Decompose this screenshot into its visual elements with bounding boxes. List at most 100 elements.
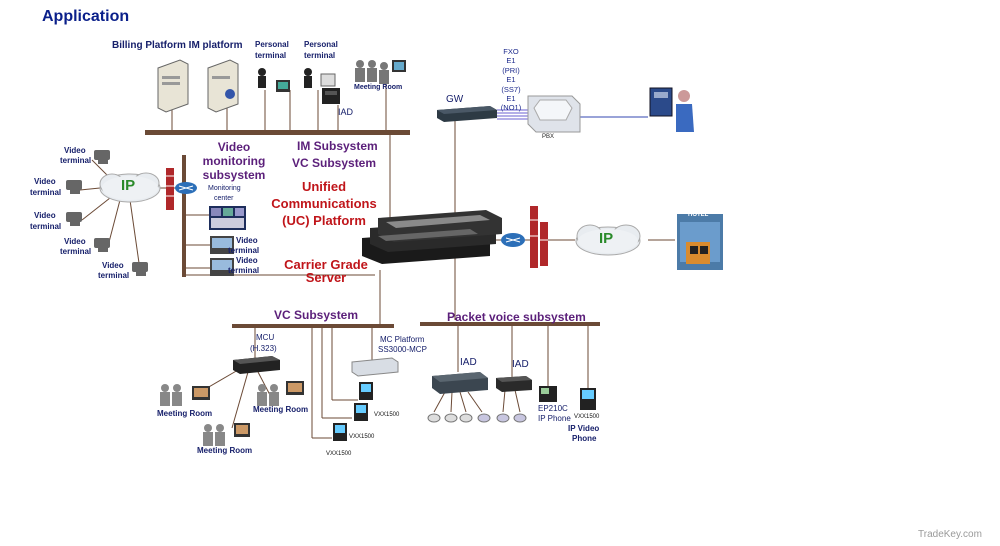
ep210c-l2: IP Phone (538, 414, 571, 423)
caller-person-icon (676, 90, 694, 132)
vc-meeting-room-1-icon (160, 384, 210, 406)
video-monitoring-l3: subsystem (202, 168, 266, 182)
hotel-label: HOTEL (688, 212, 709, 218)
video-terminal-3-l1: Video (34, 211, 56, 220)
packet-voice-title: Packet voice subsystem (447, 310, 586, 324)
vxx1500-label-1: VXX1500 (374, 412, 400, 418)
vxx1500-label-3: VXX1500 (326, 451, 352, 457)
personal-terminal-1-icon (258, 68, 290, 92)
video-terminal-2-l2: terminal (30, 188, 62, 197)
mc-platform-l1: MC Platform (380, 335, 425, 344)
page-title: Application (42, 8, 130, 25)
vc-meeting-room-1-label: Meeting Room (157, 409, 213, 418)
right-firewall-icon (530, 206, 548, 268)
left-ip-label: IP (121, 177, 136, 194)
video-terminal-inline-2-l1: Video (236, 256, 258, 265)
ip-video-phone-l2: Phone (572, 434, 597, 443)
vc-subsystem-top-label: VC Subsystem (292, 156, 377, 170)
video-terminal-3-l2: terminal (30, 222, 62, 231)
personal-terminal-2-line1: Personal (304, 40, 338, 49)
monitoring-center-l1: Monitoring (208, 185, 241, 192)
im-subsystem-label: IM Subsystem (297, 139, 378, 153)
telephone-icon (649, 87, 673, 117)
gateway-icon (437, 106, 497, 122)
video-monitoring-label: Video monitoring subsystem (202, 140, 266, 182)
video-terminal-4-l1: Video (64, 237, 86, 246)
mc-platform-l2: SS3000-MCP (378, 345, 427, 354)
personal-terminal-2-icon (304, 68, 336, 88)
vc-bus (232, 324, 394, 328)
video-terminal-icon (66, 150, 148, 276)
video-monitoring-l2: monitoring (202, 154, 266, 168)
vc-meeting-room-2-icon (257, 381, 304, 406)
video-terminal-4-l2: terminal (60, 247, 92, 256)
meeting-room-top-icon (355, 60, 406, 84)
video-terminal-5-l1: Video (102, 261, 124, 270)
right-router-icon (501, 233, 525, 247)
uc-platform-l2: Communications (271, 196, 377, 211)
billing-im-label: Billing Platform IM platform (112, 40, 243, 51)
video-terminal-inline-1-l1: Video (236, 236, 258, 245)
gw-link-e1-c: E1 (506, 94, 516, 104)
left-firewall-icon (166, 168, 174, 210)
pbx-label: PBX (542, 134, 555, 140)
analog-phone-icon (427, 413, 527, 423)
gw-link-pri: (PRI) (502, 65, 520, 75)
gw-link-e1-a: E1 (506, 56, 516, 66)
monitoring-center-l2: center (214, 195, 234, 202)
watermark: TradeKey.com (918, 529, 982, 540)
vc-subsystem-title: VC Subsystem (274, 308, 359, 322)
left-bus (182, 155, 186, 277)
personal-terminal-2-line2: terminal (304, 51, 336, 60)
iad-top-label: IAD (338, 107, 354, 117)
vc-meeting-room-2-label: Meeting Room (253, 405, 309, 414)
uc-platform-l3: (UC) Platform (282, 213, 366, 228)
video-terminal-2-l1: Video (34, 177, 56, 186)
video-terminal-5-l2: terminal (98, 271, 130, 280)
right-ip-label: IP (599, 230, 614, 247)
packet-iad-1-label: IAD (460, 357, 477, 368)
hotel-building-icon (677, 214, 723, 270)
gw-label: GW (446, 94, 464, 105)
packet-vxx1500-label: VXX1500 (574, 414, 600, 420)
vc-meeting-room-3-icon (203, 423, 250, 446)
mc-platform-icon (351, 357, 399, 377)
uc-platform-label: Unified Communications (UC) Platform (268, 178, 380, 229)
right-ip-cloud-icon (575, 224, 641, 256)
top-bus (145, 130, 410, 135)
gw-link-e1-b: E1 (506, 75, 516, 85)
carrier-grade-server-icon (362, 210, 502, 264)
left-router-icon (175, 182, 197, 194)
video-monitoring-l1: Video (217, 140, 251, 154)
ip-video-phone-l1: IP Video (568, 424, 600, 433)
carrier-grade-l2: Server (305, 270, 347, 285)
packet-iad-2-icon (496, 376, 532, 392)
carrier-grade-l1: Carrier Grade (284, 257, 368, 272)
video-terminal-1-l1: Video (64, 146, 86, 155)
left-ip-cloud-icon (99, 172, 161, 203)
mcu-icon (233, 356, 280, 374)
gw-link-labels: FXO E1 (PRI) E1 (SS7) E1 (NO1) (500, 47, 522, 113)
iad-top-icon (322, 88, 340, 104)
billing-server-icon (157, 59, 189, 113)
video-terminal-inline-2-l2: terminal (228, 266, 260, 275)
vc-meeting-room-3-label: Meeting Room (197, 446, 253, 455)
personal-terminal-1-line2: terminal (255, 51, 287, 60)
personal-terminal-1-line1: Personal (255, 40, 289, 49)
vxx1500-phone-icon (333, 382, 373, 441)
carrier-grade-label: Carrier Grade Server (272, 258, 380, 284)
meeting-room-top-label: Meeting Room (354, 84, 403, 91)
gw-link-fxo: FXO (503, 47, 519, 56)
ip-video-phone-icon (580, 388, 596, 410)
ep210c-phone-icon (539, 386, 557, 402)
monitoring-center-icon (209, 206, 246, 230)
mcu-l1: MCU (256, 333, 275, 342)
uc-platform-l1: Unified (301, 179, 347, 194)
packet-iad-1-icon (432, 372, 488, 394)
video-terminal-monitor-icon (210, 236, 234, 276)
packet-iad-2-label: IAD (512, 359, 529, 370)
mcu-l2: (H.323) (250, 344, 277, 353)
packet-bus (420, 322, 600, 326)
video-terminal-inline-1-l2: terminal (228, 246, 260, 255)
